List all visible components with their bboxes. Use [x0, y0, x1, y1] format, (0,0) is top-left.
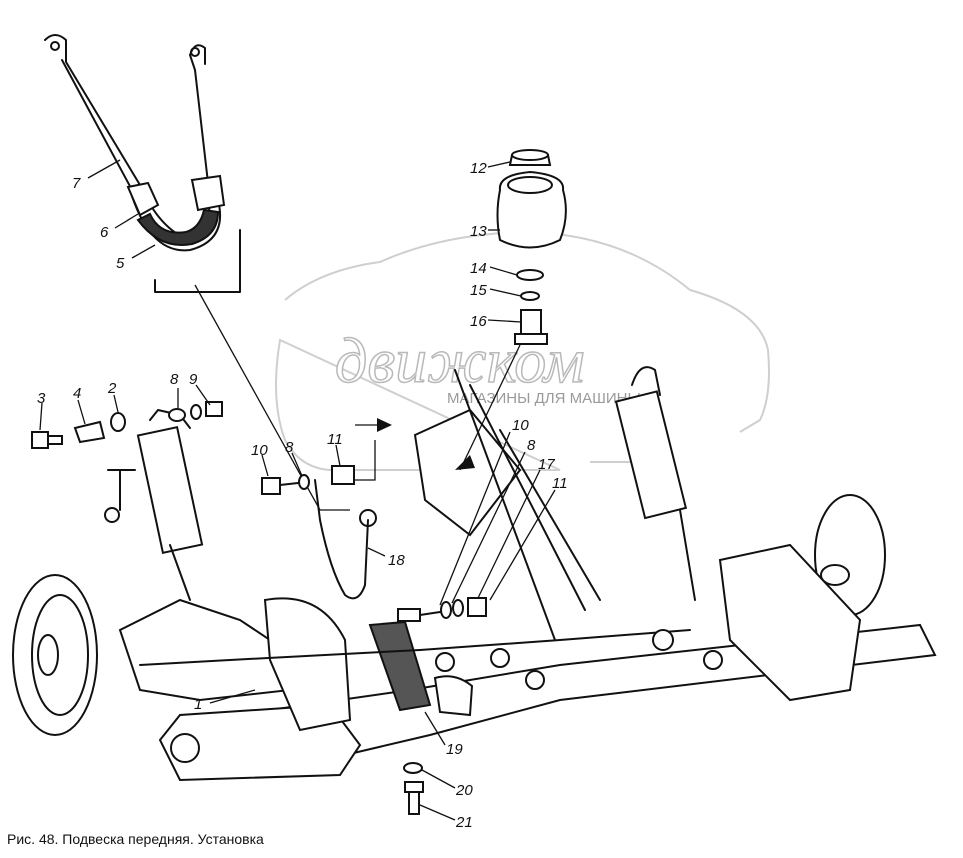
leader-lines [39, 159, 556, 821]
callout-labels: 7 6 5 12 13 14 15 16 3 4 2 8 9 10 8 11 1… [37, 160, 568, 831]
callout-19: 19 [446, 741, 463, 758]
callout-8-right: 8 [527, 437, 536, 454]
callout-13: 13 [470, 223, 487, 240]
callout-8-left: 8 [170, 371, 179, 388]
callout-8-mid: 8 [285, 439, 294, 456]
callout-12: 12 [470, 160, 487, 177]
stabilizer-bar [44, 34, 241, 293]
callout-16: 16 [470, 313, 487, 330]
callout-7: 7 [72, 175, 81, 192]
callout-20: 20 [455, 782, 473, 799]
bumper-parts [496, 149, 567, 345]
callout-10-right: 10 [512, 417, 529, 434]
callout-10-left: 10 [251, 442, 268, 459]
callout-14: 14 [470, 260, 487, 277]
callout-11-right: 11 [552, 475, 568, 492]
callout-11-left: 11 [327, 431, 343, 448]
callout-18: 18 [388, 552, 405, 569]
figure-caption: Рис. 48. Подвеска передняя. Установка [7, 831, 264, 847]
callout-9: 9 [189, 371, 198, 388]
callout-6: 6 [100, 224, 109, 241]
callout-2: 2 [107, 380, 117, 397]
callout-1: 1 [194, 696, 202, 713]
callout-3: 3 [37, 390, 46, 407]
watermark-subtitle: МАГАЗИНЫ ДЛЯ МАШИНЫ [447, 390, 641, 407]
watermark: движком МАГАЗИНЫ ДЛЯ МАШИНЫ [275, 230, 770, 471]
callout-4: 4 [73, 385, 81, 402]
loose-hardware [31, 401, 355, 495]
callout-5: 5 [116, 255, 125, 272]
axle-assembly [12, 284, 937, 815]
callout-21: 21 [455, 814, 473, 831]
callout-17: 17 [538, 456, 555, 473]
callout-15: 15 [470, 282, 487, 299]
